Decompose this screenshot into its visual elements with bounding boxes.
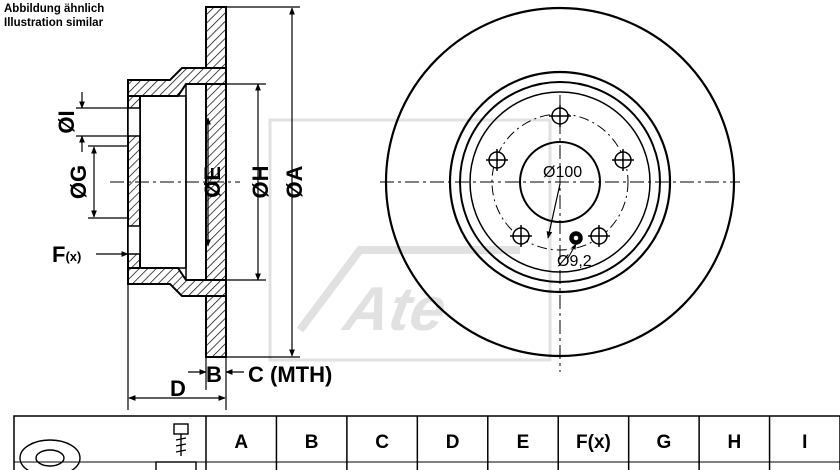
locating-hole bbox=[569, 231, 583, 245]
disc-front-view bbox=[380, 6, 740, 372]
table-header-d: D bbox=[446, 432, 460, 453]
table-header-fx: F(x) bbox=[576, 432, 611, 453]
caption-german: Abbildung ähnlich bbox=[4, 3, 105, 15]
disc-side-section bbox=[110, 6, 240, 358]
dim-label-F: F(x) bbox=[52, 242, 81, 267]
bolt-hole bbox=[612, 149, 634, 171]
bolt-hole-section bbox=[127, 107, 141, 137]
dimensions-table bbox=[13, 415, 840, 470]
hole-size-label: Ø9,2 bbox=[557, 253, 592, 270]
pcd-leader bbox=[546, 183, 561, 239]
table-header-c: C bbox=[375, 432, 389, 453]
ate-watermark: Ate bbox=[268, 118, 552, 362]
table-header-g: G bbox=[656, 432, 671, 453]
caption-english: Illustration similar bbox=[4, 17, 104, 29]
dim-label-H: ØH bbox=[248, 166, 273, 199]
table-header-h: H bbox=[727, 432, 741, 453]
dim-label-B: B bbox=[206, 362, 222, 387]
illustration-caption: Abbildung ähnlich Illustration similar bbox=[4, 2, 104, 30]
bolt-thumbnail bbox=[155, 423, 197, 470]
disc-thumbnail bbox=[19, 439, 81, 470]
bolt-hole bbox=[510, 225, 532, 247]
bolt-holes bbox=[486, 105, 634, 247]
table-header-i: I bbox=[802, 432, 807, 453]
table-header-e: E bbox=[517, 432, 530, 453]
bolt-hole bbox=[588, 225, 610, 247]
side-dimensions bbox=[76, 6, 300, 410]
table-header-a: A bbox=[234, 432, 248, 453]
table-header-row: A B C D E F(x) G H I bbox=[206, 416, 840, 470]
dim-label-C: C (MTH) bbox=[248, 362, 332, 387]
bolt-hole bbox=[486, 149, 508, 171]
ate-logo-text: Ate bbox=[337, 274, 451, 343]
dim-label-D: D bbox=[170, 376, 186, 401]
bolt-hole bbox=[549, 105, 571, 127]
pcd-label: Ø100 bbox=[543, 164, 582, 181]
dim-label-E: ØE bbox=[200, 166, 225, 198]
dim-label-I: ØI bbox=[54, 110, 79, 133]
dim-label-A: ØA bbox=[282, 165, 307, 198]
table-header-b: B bbox=[305, 432, 319, 453]
dim-label-G: ØG bbox=[66, 165, 91, 199]
